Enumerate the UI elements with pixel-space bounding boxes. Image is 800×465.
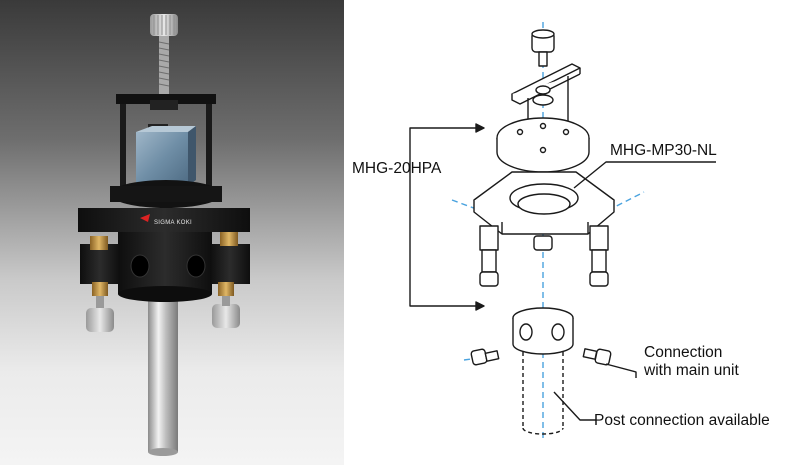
brand-label: SIGMA KOKI xyxy=(154,220,192,226)
prism-table-rim xyxy=(110,186,222,202)
brass-adjuster-left-top xyxy=(90,236,108,250)
diagram-prism-table xyxy=(496,117,590,173)
brass-adjuster-left-bottom xyxy=(92,282,108,296)
diagram-body-ring xyxy=(512,307,574,355)
mount-plate xyxy=(78,208,250,232)
leader-mhg-mp30-nl xyxy=(573,161,716,189)
prism-side-face xyxy=(188,126,196,186)
leader-post xyxy=(553,391,596,421)
adjust-knob-right xyxy=(212,304,240,328)
product-photo: SIGMA KOKI xyxy=(0,0,344,465)
diagram-post xyxy=(522,352,564,435)
post-rod-end xyxy=(148,448,178,456)
label-connection-line1: Connection xyxy=(644,344,723,361)
brand-logo xyxy=(140,214,150,222)
diagram-mount-plate xyxy=(473,171,615,235)
clamp-left-rail xyxy=(120,104,126,190)
clamp-nut xyxy=(150,100,178,110)
label-mhg-mp30-nl: MHG-MP30-NL xyxy=(610,142,717,159)
adjust-screw-right xyxy=(222,296,230,306)
post-rod xyxy=(148,292,178,452)
label-mhg-20hpa: MHG-20HPA xyxy=(352,160,442,177)
body-port-left xyxy=(130,254,150,278)
leader-arrow-top xyxy=(475,123,485,133)
brass-adjuster-right-top xyxy=(220,232,238,246)
exploded-diagram-drawing xyxy=(409,22,716,440)
top-knob xyxy=(150,14,178,36)
adjust-screw-left xyxy=(96,296,104,308)
diagram-top-knob xyxy=(531,29,555,67)
leader-mhg-20hpa xyxy=(409,127,476,307)
leader-arrow-bottom xyxy=(475,301,485,311)
leg-right xyxy=(210,244,250,284)
product-photo-illustration: SIGMA KOKI xyxy=(78,14,250,456)
clamp-top-bar xyxy=(116,94,216,104)
diagram-screw-right xyxy=(582,348,612,366)
diagram-screw-left xyxy=(470,348,500,366)
top-knob-knurling xyxy=(153,15,175,35)
leg-left xyxy=(80,244,120,284)
leader-connection xyxy=(605,363,637,378)
label-connection-line2: with main unit xyxy=(644,362,739,379)
clamp-right-rail xyxy=(206,104,212,190)
base-body-bottom xyxy=(118,286,212,302)
lead-screw xyxy=(159,36,169,96)
body-port-right xyxy=(186,254,206,278)
prism xyxy=(136,132,188,186)
lead-screw-thread xyxy=(158,41,170,87)
brass-adjuster-right-bottom xyxy=(218,282,234,296)
exploded-diagram: MHG-20HPA MHG-MP30-NL Connection with ma… xyxy=(344,0,800,465)
diagram-legs xyxy=(479,225,609,287)
diagram-clamp-bar xyxy=(511,63,581,128)
prism-top-face xyxy=(136,126,196,132)
axis-line-right xyxy=(598,191,645,216)
label-post-connection: Post connection available xyxy=(594,412,770,429)
adjust-knob-left xyxy=(86,308,114,332)
